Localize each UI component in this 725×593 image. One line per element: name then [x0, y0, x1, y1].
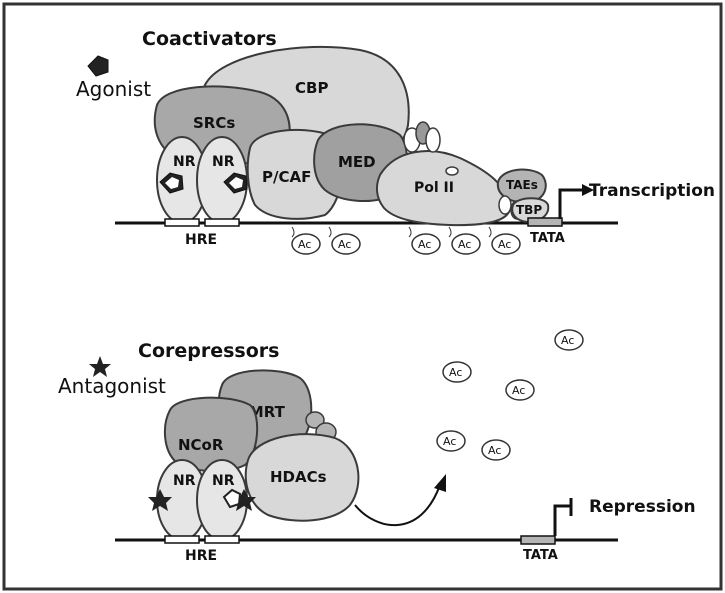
ncor-shape	[163, 396, 259, 473]
hre-box-2	[204, 218, 240, 227]
transcription-arrowhead	[582, 184, 594, 196]
ac-label: Ac	[458, 238, 471, 251]
agonist-label: Agonist	[76, 77, 151, 101]
tata-box-bottom	[520, 535, 556, 545]
antagonist-bound-icon-1	[148, 489, 172, 511]
ac-mark-icon	[411, 233, 441, 255]
hre-label: HRE	[185, 232, 217, 248]
hre-box-1	[164, 218, 200, 227]
nr-label-4: NR	[212, 473, 235, 489]
hdacs-shape	[244, 433, 360, 522]
tbp-label: TBP	[516, 203, 542, 217]
hre-box-4	[204, 535, 240, 544]
tae-subunit-1	[498, 195, 512, 215]
pcaf-label: P/CAF	[262, 168, 311, 186]
ac-label: Ac	[338, 238, 351, 251]
antagonist-ligand-icon	[89, 356, 111, 377]
tata-label-bottom: TATA	[523, 548, 558, 563]
pol2-label: Pol II	[414, 180, 454, 196]
srcs-label: SRCs	[193, 114, 235, 132]
ac-mark-icon	[436, 430, 466, 452]
ac-tether	[488, 226, 492, 238]
empty-pocket-icon	[222, 488, 242, 509]
ac-label: Ac	[298, 238, 311, 251]
hre-label-bottom: HRE	[185, 548, 217, 564]
deacetylation-arrow	[354, 484, 441, 526]
ac-mark-icon	[554, 329, 584, 351]
deacetylation-arrowhead	[434, 474, 446, 492]
agonist-ligand-icon	[87, 55, 109, 77]
ac-label: Ac	[561, 334, 574, 347]
repression-label: Repression	[589, 497, 696, 517]
antagonist-bound-icon-2	[232, 489, 256, 511]
ac-label: Ac	[449, 366, 462, 379]
ac-marks-bottom: Ac Ac Ac Ac Ac	[436, 329, 584, 461]
coactivator-panel: Coactivators Agonist CBP SRCs NR NR HRE …	[76, 28, 715, 255]
ac-label: Ac	[512, 384, 525, 397]
coactivators-title: Coactivators	[142, 28, 277, 50]
repression-symbol	[553, 504, 571, 536]
hre-box-3	[164, 535, 200, 544]
cbp-label: CBP	[295, 79, 328, 97]
antagonist-label: Antagonist	[58, 374, 166, 398]
tata-box	[527, 217, 563, 227]
agonist-bound-inner-2	[229, 177, 243, 189]
transcription-label: Transcription	[589, 181, 715, 201]
ac-tether	[328, 226, 332, 238]
ac-mark-icon	[331, 233, 361, 255]
ac-marks-top: Ac Ac Ac Ac Ac	[291, 226, 521, 255]
tata-label: TATA	[530, 231, 565, 246]
ac-tether	[408, 226, 412, 238]
med-label: MED	[338, 153, 376, 171]
ac-mark-icon	[451, 233, 481, 255]
hdacs-label: HDACs	[270, 468, 327, 486]
ncor-label: NCoR	[178, 436, 224, 454]
agonist-bound-inner-1	[165, 177, 179, 189]
ac-label: Ac	[498, 238, 511, 251]
pol2-subunit-4	[445, 166, 459, 176]
nr-label-1: NR	[173, 154, 196, 170]
ac-mark-icon	[491, 233, 521, 255]
ac-label: Ac	[488, 444, 501, 457]
corepressors-title: Corepressors	[138, 340, 279, 362]
ac-mark-icon	[442, 361, 472, 383]
taes-label: TAEs	[506, 178, 538, 192]
pol2-shape	[375, 150, 512, 227]
ac-tether	[448, 226, 452, 238]
ac-mark-icon	[291, 233, 321, 255]
smrt-subunit-1	[305, 411, 325, 429]
ac-mark-icon	[505, 379, 535, 401]
ac-tether	[291, 226, 295, 238]
corepressor-panel: Corepressors Antagonist SMRT NCoR HDACs …	[58, 329, 696, 564]
transcription-arrow	[558, 188, 588, 219]
ac-mark-icon	[481, 439, 511, 461]
nr-label-2: NR	[212, 154, 235, 170]
ac-label: Ac	[418, 238, 431, 251]
nr-label-3: NR	[173, 473, 196, 489]
pol2-subunit-3	[425, 127, 441, 153]
ac-label: Ac	[443, 435, 456, 448]
